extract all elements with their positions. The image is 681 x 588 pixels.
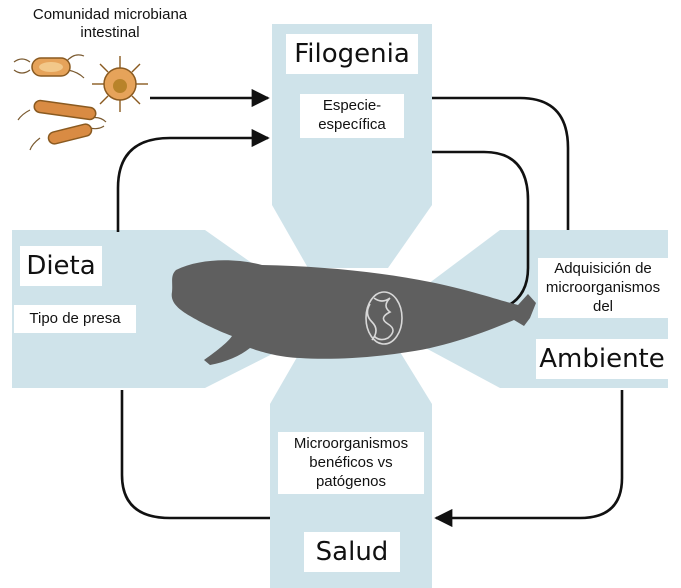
filogenia-line1: Especie- <box>300 97 404 116</box>
arrow-ambiente-to-salud <box>436 390 622 518</box>
ambiente-line2: microorganismos <box>538 279 668 298</box>
arrow-salud-to-dieta <box>122 390 270 518</box>
ambiente-line1: Adquisición de <box>538 260 668 279</box>
top-left-label-line2: intestinal <box>0 24 220 42</box>
salud-line2: benéficos vs <box>278 454 424 473</box>
salud-line3: patógenos <box>278 473 424 492</box>
ambiente-text: Adquisición de microorganismos del <box>538 258 668 318</box>
arrow-dieta-to-filogenia <box>118 138 268 232</box>
ambiente-line3: del <box>538 298 668 317</box>
top-left-label: Comunidad microbiana intestinal <box>0 6 220 42</box>
filogenia-title: Filogenia <box>286 34 418 74</box>
filogenia-line2: específica <box>300 116 404 135</box>
salud-text: Microorganismos benéficos vs patógenos <box>278 432 424 494</box>
top-left-label-line1: Comunidad microbiana <box>0 6 220 24</box>
filogenia-text: Especie- específica <box>300 94 404 138</box>
arrow-filogenia-to-ambiente <box>432 98 568 230</box>
salud-title: Salud <box>304 532 400 572</box>
dieta-title: Dieta <box>20 246 102 286</box>
bacteria-icon <box>14 55 148 150</box>
salud-line1: Microorganismos <box>278 435 424 454</box>
dieta-subtitle: Tipo de presa <box>14 305 136 333</box>
ambiente-title: Ambiente <box>536 339 668 379</box>
